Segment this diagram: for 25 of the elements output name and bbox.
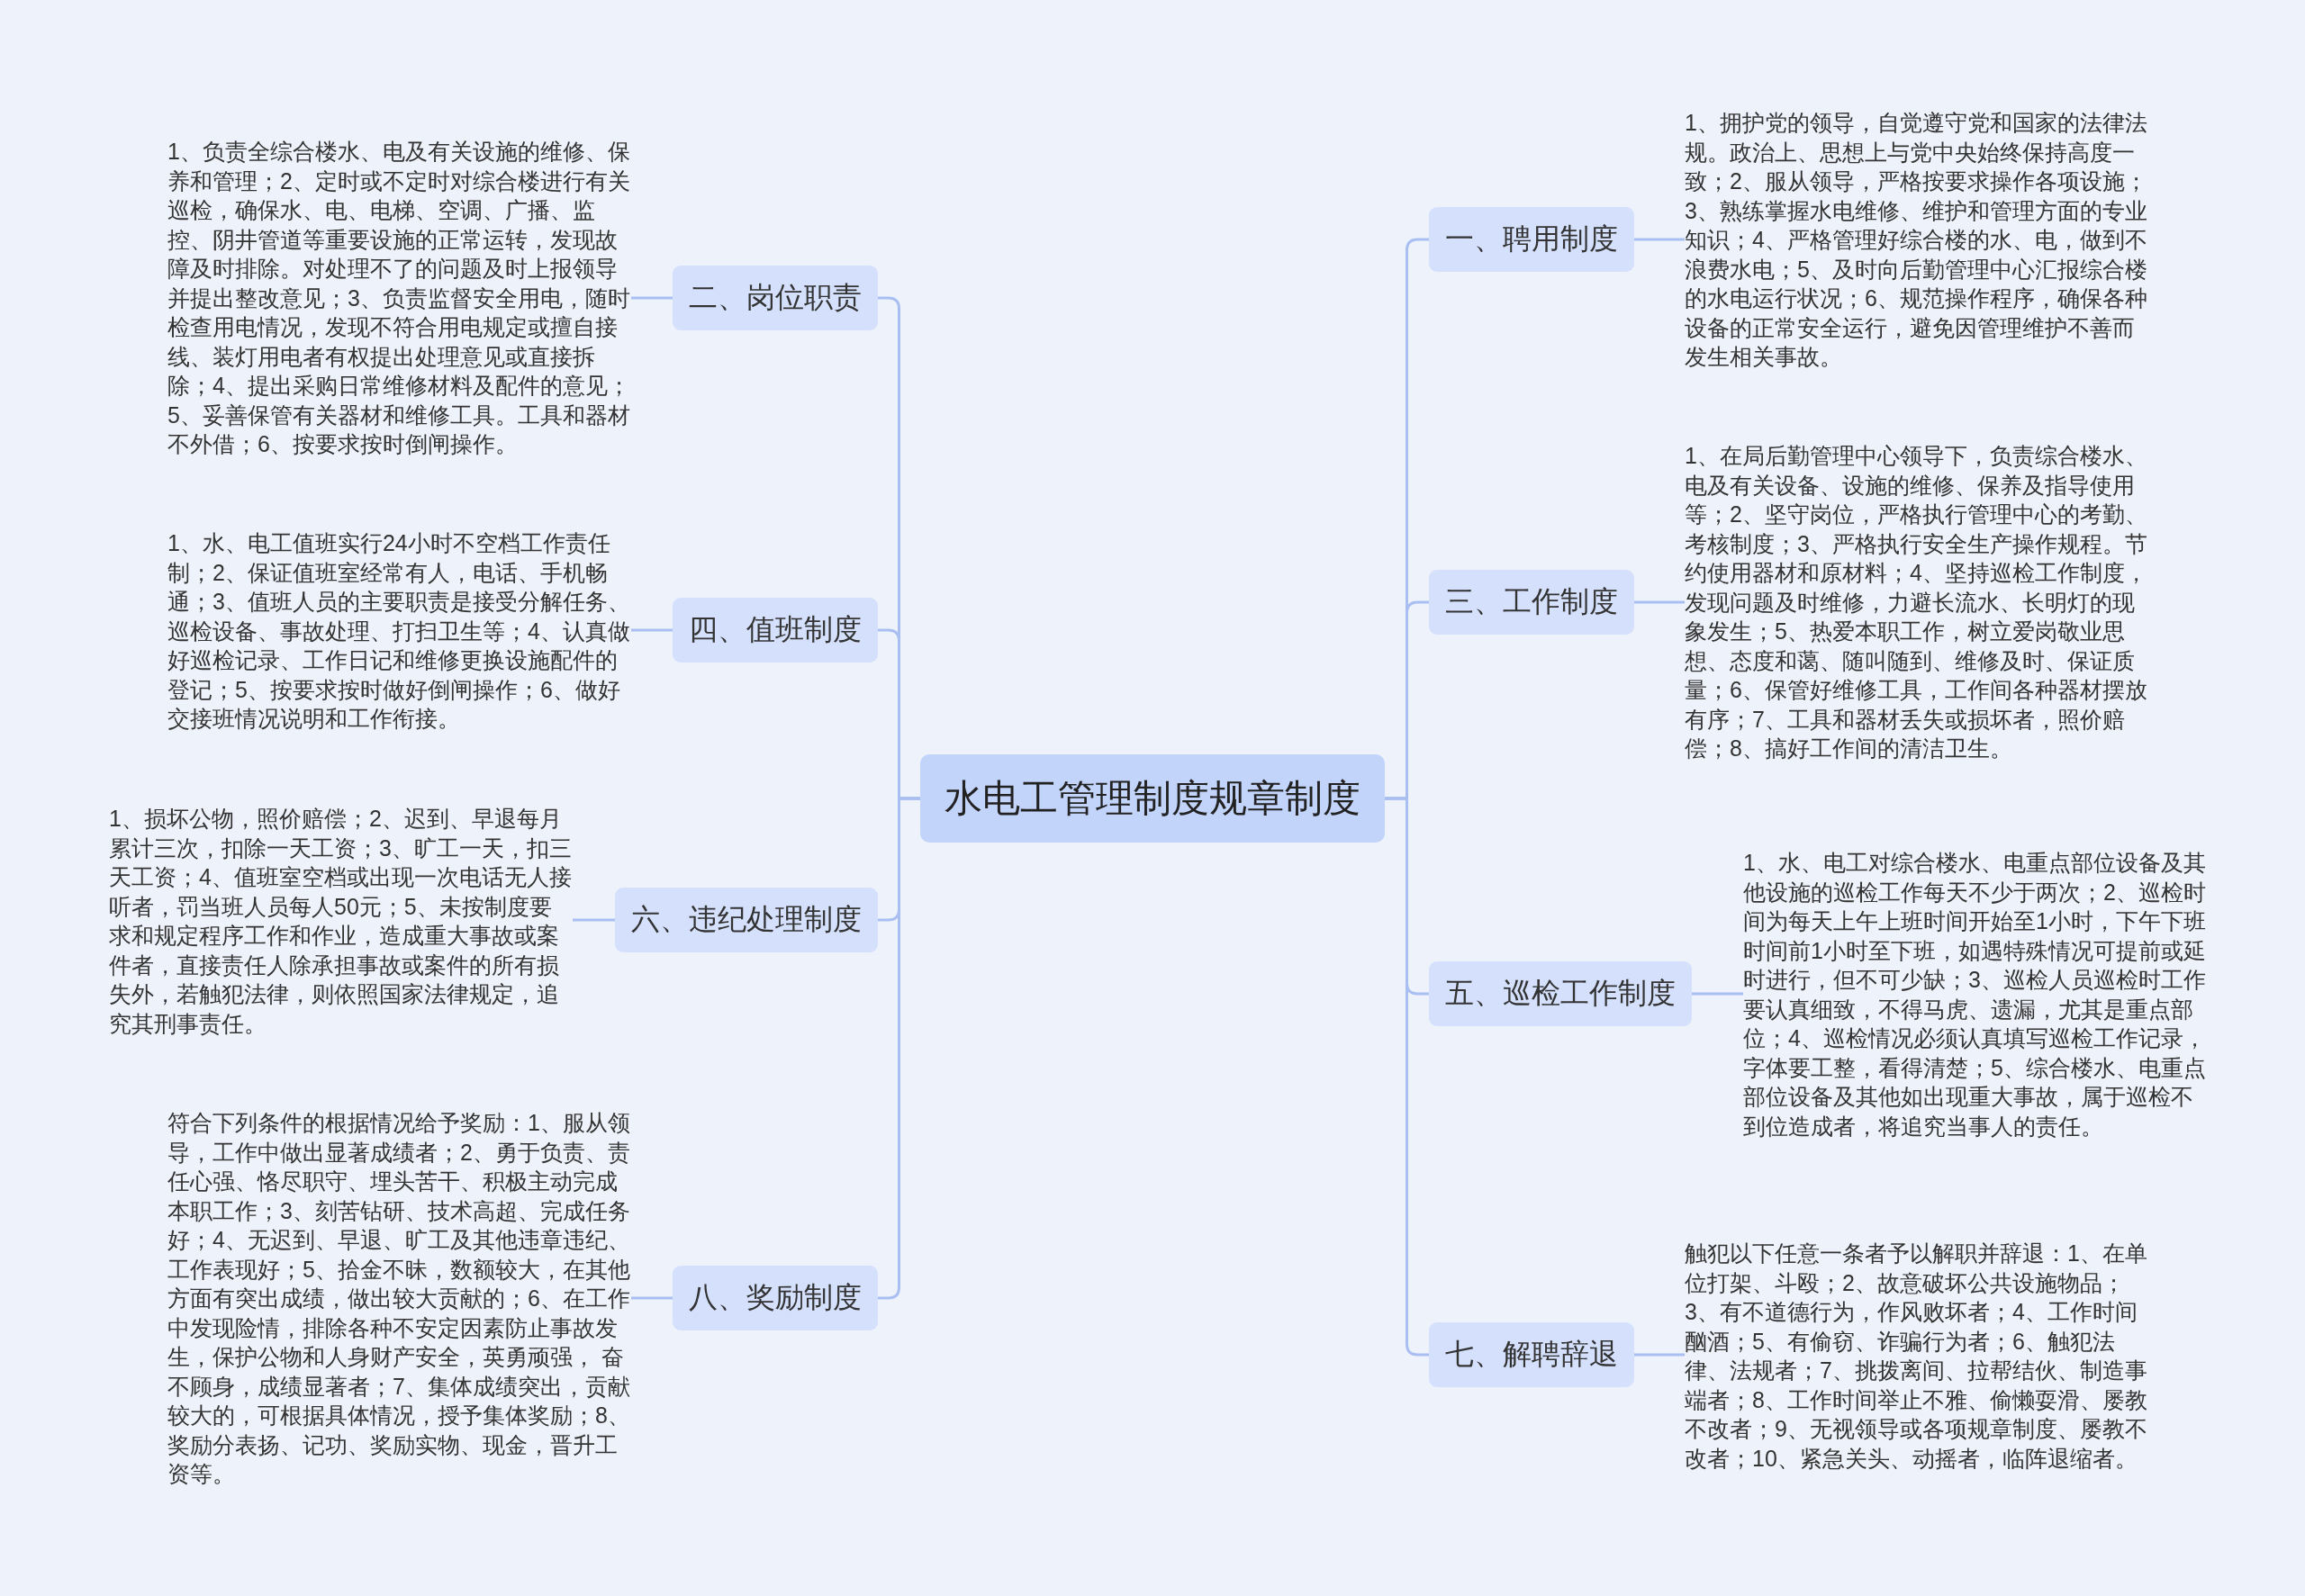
topic-box: 六、违纪处理制度 (615, 888, 878, 952)
topic-box: 二、岗位职责 (673, 266, 878, 330)
paragraph: 1、在局后勤管理中心领导下，负责综合楼水、电及有关设备、设施的维修、保养及指导使用等；2、坚守岗位，严格执行管理中心的考勤、考核制度；3、严格执行安全生产操作规程。节约使用器材和原材料；4、坚持巡检工作制度，发现问题及时维修，力避长流水、长明灯的现象发生；5、热爱本职工作，树立爱岗敬业思想、态度和蔼、随叫随到、维修及时、保证质量；6、保管好维修工具，工作间各种器材摆放有序；7、工具和器材丢失或损坏者，照价赔偿；8、搞好工作间的清洁卫生。 (1685, 441, 2148, 763)
paragraph: 1、负责全综合楼水、电及有关设施的维修、保养和管理；2、定时或不定时对综合楼进行有关巡检，确保水、电、电梯、空调、广播、监控、阴井管道等重要设施的正常运转，发现故障及时排除。对处理不了的问题及时上报领导并提出整改意见；3、负责监督安全用电，随时检查用电情况，发现不符合用电规定或擅自接线、装灯用电者有权提出处理意见或直接拆除；4、提出采购日常维修材料及配件的意见；5、妥善保管有关器材和维修工具。工具和器材不外借；6、按要求按时倒闸操作。 (167, 137, 631, 459)
paragraph: 1、水、电工值班实行24小时不空档工作责任制；2、保证值班室经常有人，电话、手机畅通；3、值班人员的主要职责是接受分解任务、巡检设备、事故处理、打扫卫生等；4、认真做好巡检记录、工作日记和维修更换设施配件的登记；5、按要求按时做好倒闸操作；6、做好交接班情况说明和工作衔接。 (167, 528, 631, 734)
central-topic-box: 水电工管理制度规章制度 (920, 754, 1385, 843)
paragraph: 1、损坏公物，照价赔偿；2、迟到、早退每月累计三次，扣除一天工资；3、旷工一天，扣三天工资；4、值班室空档或出现一次电话无人接听者，罚当班人员每人50元；5、未按制度要求和规定程序工作和作业，造成重大事故或案件者，直接责任人除承担事故或案件的所有损失外，若触犯法律，则依照国家法律规定，追究其刑事责任。 (109, 804, 573, 1038)
connector-line (1634, 600, 1685, 604)
topic-box: 四、值班制度 (673, 598, 878, 663)
connector-line (631, 1296, 673, 1300)
topic-box: 一、聘用制度 (1429, 207, 1634, 272)
paragraph: 触犯以下任意一条者予以解职并辞退：1、在单位打架、斗殴；2、故意破坏公共设施物品；3、有不道德行为，作风败坏者；4、工作时间酗酒；5、有偷窃、诈骗行为者；6、触犯法律、法规者；7、挑拨离间、拉帮结伙、制造事端者；8、工作时间举止不雅、偷懒耍滑、屡教不改者；9、无视领导或各项规章制度、屡教不改者；10、紧急关头、动摇者，临阵退缩者。 (1685, 1239, 2148, 1473)
topic-box: 七、解聘辞退 (1429, 1322, 1634, 1387)
connector-line (631, 296, 673, 300)
connector-line (1634, 1353, 1685, 1357)
connector-line (631, 628, 673, 632)
paragraph: 符合下列条件的根据情况给予奖励：1、服从领导，工作中做出显著成绩者；2、勇于负责、责任心强、恪尽职守、埋头苦干、积极主动完成本职工作；3、刻苦钻研、技术高超、完成任务好；4、无迟到、早退、旷工及其他违章违纪、工作表现好；5、拾金不昧，数额较大，在其他方面有突出成绩，做出较大贡献的；6、在工作中发现险情，排除各种不安定因素防止事故发生，保护公物和人身财产安全，英勇顽强， 奋不顾身，成绩显著者；7、集体成绩突出，贡献较大的，可根据具体情况，授予集体奖励；8、奖励分表扬、记功、奖励实物、现金，晋升工资等。 (167, 1107, 631, 1489)
topic-box: 五、巡检工作制度 (1429, 961, 1692, 1026)
connector-line (1692, 992, 1743, 996)
paragraph: 1、拥护党的领导，自觉遵守党和国家的法律法规。政治上、思想上与党中央始终保持高度一致；2、服从领导，严格按要求操作各项设施；3、熟练掌握水电维修、维护和管理方面的专业知识；4、严格管理好综合楼的水、电，做到不浪费水电；5、及时向后勤管理中心汇报综合楼的水电运行状况；6、规范操作程序，确保各种设备的正常安全运行，避免因管理维护不善而发生相关事故。 (1685, 107, 2148, 372)
topic-box: 八、奖励制度 (673, 1266, 878, 1330)
topic-box: 三、工作制度 (1429, 570, 1634, 635)
connector-line (1634, 238, 1685, 241)
paragraph: 1、水、电工对综合楼水、电重点部位设备及其他设施的巡检工作每天不少于两次；2、巡检时间为每天上午上班时间开始至1小时，下午下班时间前1小时至下班，如遇特殊情况可提前或延时进行，但不可少缺；3、巡检人员巡检时工作要认真细致，不得马虎、遗漏，尤其是重点部位；4、巡检情况必须认真填写巡检工作记录，字体要工整，看得清楚；5、综合楼水、电重点部位设备及其他如出现重大事故，属于巡检不到位造成者，将追究当事人的责任。 (1743, 847, 2207, 1141)
connector-line (573, 918, 615, 922)
